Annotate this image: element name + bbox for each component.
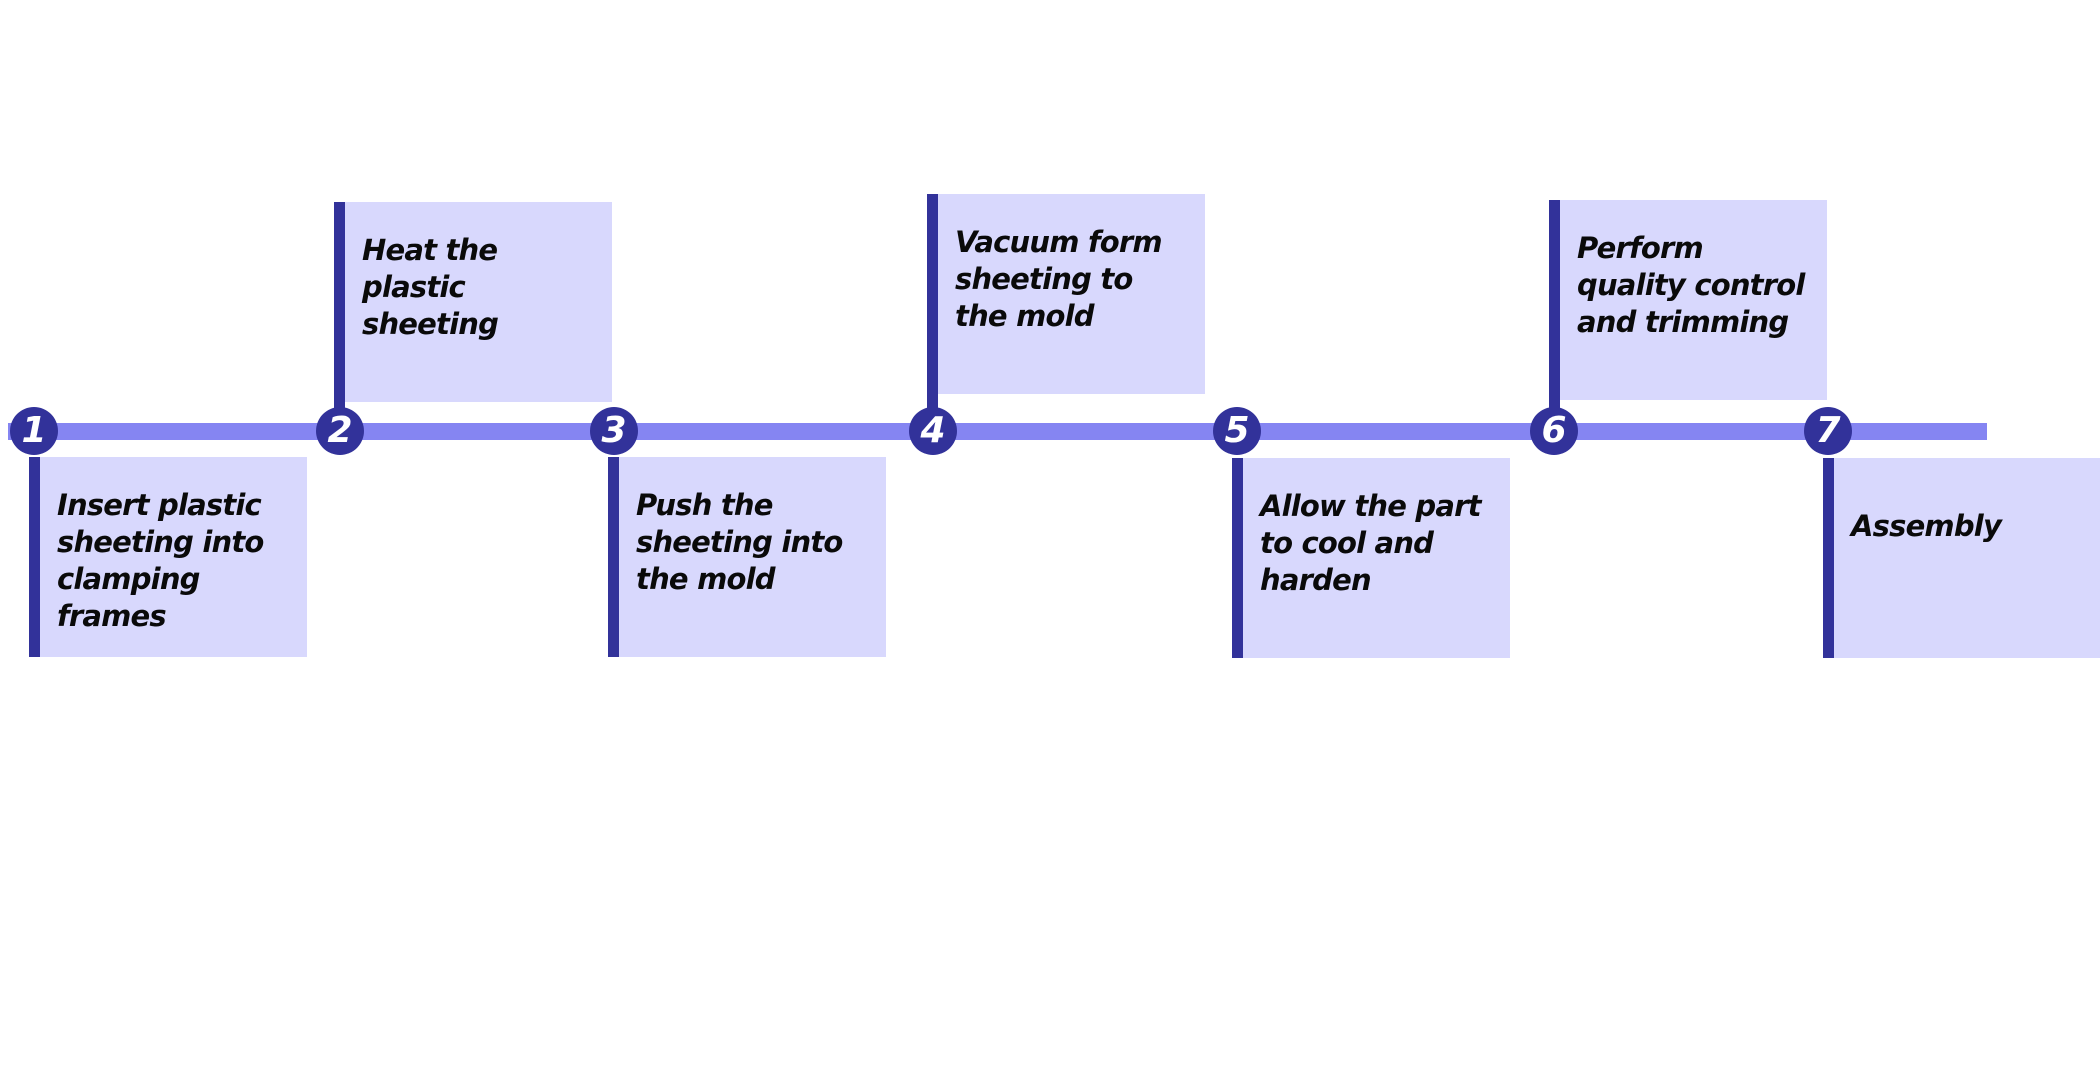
step-connector-3 <box>608 457 619 657</box>
step-box-5: Allow the part to cool and harden <box>1232 458 1510 658</box>
step-node-3: 3 <box>590 407 638 455</box>
step-node-1: 1 <box>10 407 58 455</box>
step-text-7: Assembly <box>1851 509 2002 543</box>
step-connector-2 <box>334 202 345 430</box>
step-number-4: 4 <box>920 410 946 451</box>
step-text-6: Perform quality control and trimming <box>1577 231 1805 339</box>
step-connector-1 <box>29 457 40 657</box>
step-number-3: 3 <box>601 410 627 451</box>
step-number-6: 6 <box>1541 410 1567 451</box>
step-number-2: 2 <box>327 410 353 451</box>
step-box-2: Heat the plastic sheeting <box>334 202 612 430</box>
timeline-line <box>8 423 1987 440</box>
step-text-1: Insert plastic sheeting into clamping fr… <box>57 488 264 633</box>
step-text-4: Vacuum form sheeting to the mold <box>955 225 1163 333</box>
step-node-6: 6 <box>1530 407 1578 455</box>
step-node-2: 2 <box>316 407 364 455</box>
step-text-3: Push the sheeting into the mold <box>636 488 843 596</box>
step-number-1: 1 <box>21 410 47 451</box>
step-number-5: 5 <box>1224 410 1250 451</box>
step-box-4: Vacuum form sheeting to the mold <box>927 194 1205 430</box>
step-text-2: Heat the plastic sheeting <box>362 233 499 341</box>
step-text-5: Allow the part to cool and harden <box>1260 489 1482 597</box>
step-box-3: Push the sheeting into the mold <box>608 457 886 657</box>
step-node-4: 4 <box>909 407 957 455</box>
step-connector-6 <box>1549 200 1560 430</box>
step-node-7: 7 <box>1804 407 1852 455</box>
step-connector-4 <box>927 194 938 430</box>
step-connector-5 <box>1232 458 1243 658</box>
step-node-5: 5 <box>1213 407 1261 455</box>
step-connector-7 <box>1823 458 1834 658</box>
step-box-6: Perform quality control and trimming <box>1549 200 1827 430</box>
step-number-7: 7 <box>1815 410 1841 451</box>
step-box-7: Assembly <box>1823 458 2100 658</box>
step-box-1: Insert plastic sheeting into clamping fr… <box>29 457 307 657</box>
